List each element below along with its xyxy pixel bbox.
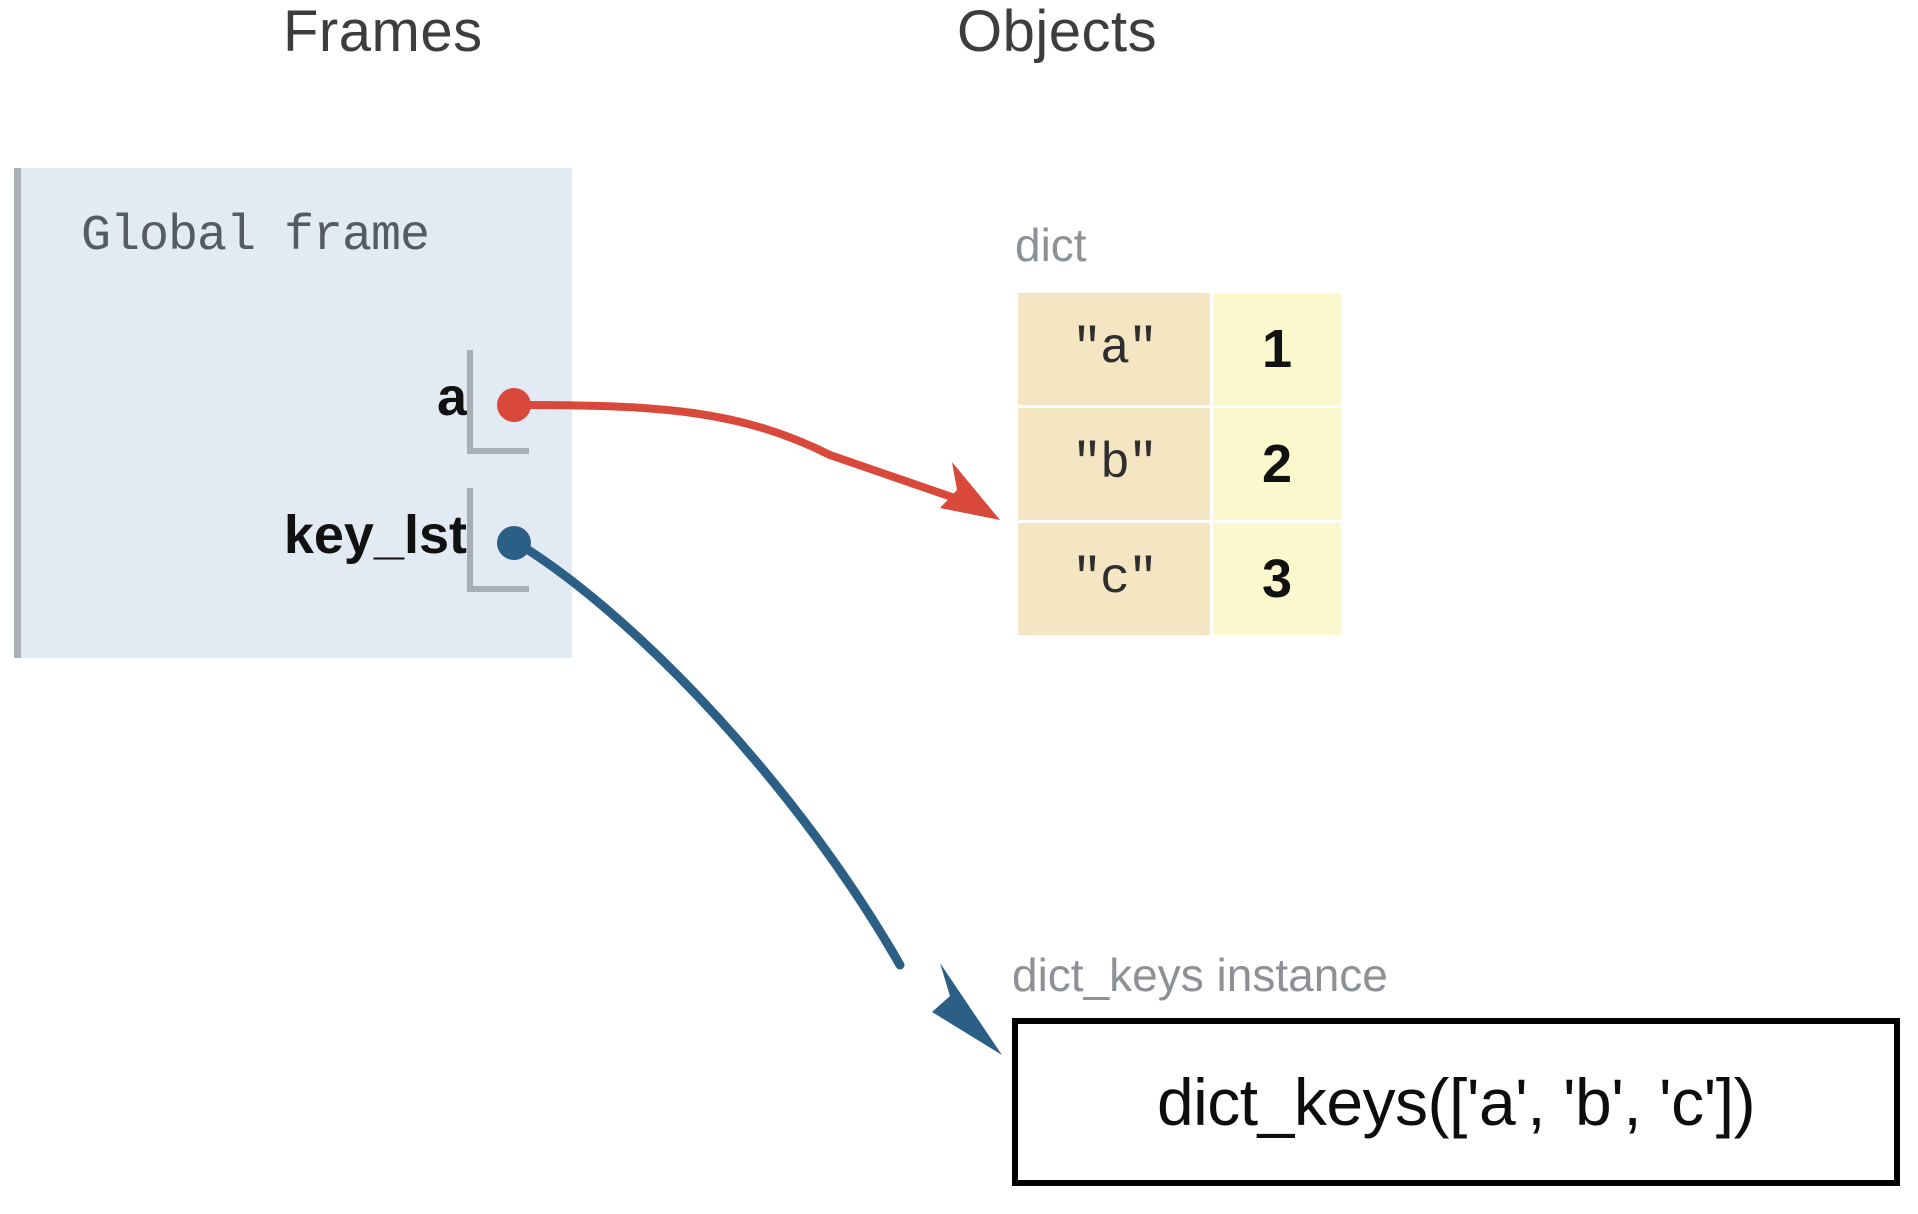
frame-variable-key-lst: key_lst bbox=[21, 476, 579, 604]
dict-value-cell: 3 bbox=[1213, 523, 1341, 635]
dict-keys-object: dict_keys instance dict_keys(['a', 'b', … bbox=[1012, 952, 1900, 1186]
frame-variable-key-lst-label: key_lst bbox=[283, 505, 467, 565]
arrow-key-lst-to-dict-keys-icon bbox=[517, 541, 1002, 1055]
frame-variable-key-lst-bracket bbox=[467, 488, 529, 592]
table-row: "a" 1 bbox=[1018, 293, 1341, 405]
frames-column-heading: Frames bbox=[283, 0, 483, 64]
dict-value-cell: 2 bbox=[1213, 408, 1341, 520]
objects-column-heading: Objects bbox=[957, 0, 1158, 64]
global-frame-panel: Global frame a key_lst bbox=[14, 168, 572, 658]
dict-keys-value-box: dict_keys(['a', 'b', 'c']) bbox=[1012, 1018, 1900, 1186]
arrow-a-to-dict-icon bbox=[516, 401, 1000, 520]
frame-variable-a-label: a bbox=[436, 367, 467, 427]
dict-key-cell: "c" bbox=[1018, 523, 1210, 635]
dict-keys-type-label: dict_keys instance bbox=[1012, 949, 1388, 1001]
dict-table: "a" 1 "b" 2 "c" 3 bbox=[1015, 290, 1344, 638]
dict-key-cell: "b" bbox=[1018, 408, 1210, 520]
dict-type-label: dict bbox=[1015, 219, 1087, 271]
dict-key-cell: "a" bbox=[1018, 293, 1210, 405]
frame-variable-a-bracket bbox=[467, 350, 529, 454]
global-frame-title: Global frame bbox=[81, 208, 430, 265]
table-row: "c" 3 bbox=[1018, 523, 1341, 635]
dict-value-cell: 1 bbox=[1213, 293, 1341, 405]
table-row: "b" 2 bbox=[1018, 408, 1341, 520]
dict-keys-value-text: dict_keys(['a', 'b', 'c']) bbox=[1156, 1065, 1756, 1139]
pointer-dot-a-icon bbox=[497, 388, 531, 422]
dict-object: dict "a" 1 "b" 2 "c" 3 bbox=[1015, 222, 1344, 638]
pointer-dot-key-lst-icon bbox=[497, 526, 531, 560]
frame-variable-a: a bbox=[21, 338, 579, 466]
